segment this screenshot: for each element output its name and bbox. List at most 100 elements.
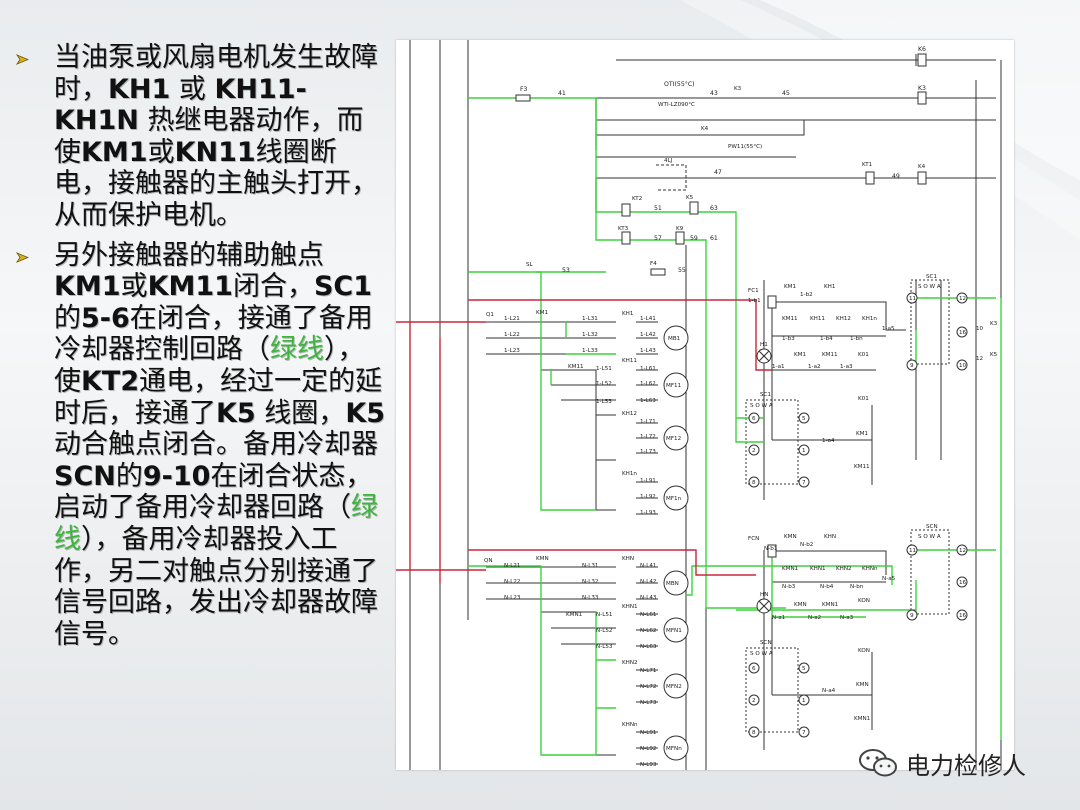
label-1a2: 1-a2 xyxy=(808,364,821,370)
label-nl21: N-L21 xyxy=(504,563,521,569)
label-kt1: KT1 xyxy=(862,162,873,168)
label-1b4: 1-b4 xyxy=(820,336,833,342)
label-k4: K4 xyxy=(701,126,709,132)
bullet-segment: 闭合， xyxy=(232,271,314,303)
bullet-segment: 或 xyxy=(120,271,148,303)
label-k3-contact: K3 xyxy=(734,86,742,92)
label-nl32: N-L32 xyxy=(582,579,598,585)
label-1l42: 1-L42 xyxy=(640,332,656,338)
label-km1-lower: KM1 xyxy=(856,431,868,437)
terminal-8: 8 xyxy=(752,480,756,486)
watermark: 电力检修人 xyxy=(858,746,1026,780)
label-k01-lower: K01 xyxy=(858,396,869,402)
bold-term-text: K5 xyxy=(216,397,256,429)
label-1l93: 1-L93 xyxy=(640,510,656,516)
label-nl63: N-L63 xyxy=(640,644,657,650)
bullet-item-1: 当油泵或风扇电机发生故障时，KH1 或 KH11-KH1N 热继电器动作，而使K… xyxy=(14,42,386,232)
label-km11-net: KM11 xyxy=(782,316,798,322)
label-1l61: 1-L61 xyxy=(640,366,656,372)
terminal-16: 16 xyxy=(959,330,967,336)
label-na2: N-a2 xyxy=(808,615,821,621)
circuit-schematic: K6 K3 F3 41 OTI(55°C) 43 K3 45 WTI-LZ090… xyxy=(396,40,1002,770)
bullet-segment: 动合触点闭合。备用冷却器 xyxy=(54,429,378,461)
label-oti: OTI(55°C) xyxy=(664,80,695,88)
bullet-text-2: 另外接触器的辅助触点KM1或KM11闭合，SC1的5-6在闭合，接通了备用冷却器… xyxy=(54,240,385,650)
label-10: 10 xyxy=(976,326,984,332)
label-nl61: N-L61 xyxy=(640,612,657,618)
label-khnn-net: KHNn xyxy=(862,566,878,572)
label-kh1n: KH1n xyxy=(622,471,637,477)
label-12: 12 xyxy=(976,356,983,362)
label-mfnn: MFNn xyxy=(666,746,682,752)
label-nbn: N-bn xyxy=(850,584,864,590)
coil-boxes xyxy=(515,53,927,558)
bullet-segment: 热继电器动作，而使 xyxy=(54,105,364,168)
label-53: 53 xyxy=(562,267,570,274)
label-khn1: KHN1 xyxy=(622,604,638,610)
label-1l31: 1-L31 xyxy=(582,316,598,322)
label-mfn1: MFN1 xyxy=(666,628,682,634)
label-hn: HN xyxy=(760,592,768,598)
label-1l92: 1-L92 xyxy=(640,494,656,500)
label-sowa-scn-mid: S O W A xyxy=(750,651,773,657)
label-sowa-scn: S O W A xyxy=(918,534,941,540)
label-k5: K5 xyxy=(686,195,694,201)
label-nl93: N-L93 xyxy=(640,762,657,768)
label-na4: N-a4 xyxy=(822,688,836,694)
label-mf12: MF12 xyxy=(666,436,681,442)
label-fc1: FC1 xyxy=(748,288,759,294)
label-1l62: 1-L62 xyxy=(640,381,656,387)
label-f3: F3 xyxy=(520,86,528,93)
label-1l71: 1-L71 xyxy=(640,419,656,425)
label-kmn1-lower: KMN1 xyxy=(854,716,871,722)
label-na3: N-a3 xyxy=(840,615,854,621)
label-kmn: KMN xyxy=(536,556,549,562)
label-kmn-top: KMN xyxy=(784,534,797,540)
lamp-crosses xyxy=(758,350,770,612)
label-kh1: KH1 xyxy=(622,311,634,317)
label-sc1: SC1 xyxy=(926,274,937,280)
label-nb3: N-b3 xyxy=(782,584,796,590)
green-circuit-path xyxy=(468,97,1002,756)
circuit-diagram: K6 K3 F3 41 OTI(55°C) 43 K3 45 WTI-LZ090… xyxy=(396,40,1014,770)
label-scn-mid: SCN xyxy=(760,640,772,646)
bold-term-text: SC1 xyxy=(313,271,373,303)
label-1l43: 1-L43 xyxy=(640,348,656,354)
label-nl43: N-L43 xyxy=(640,595,657,601)
label-mf1n: MF1n xyxy=(666,496,682,502)
label-nl42: N-L42 xyxy=(640,579,656,585)
label-khn2: KHN2 xyxy=(622,660,638,666)
label-na5: N-a5 xyxy=(882,576,896,582)
label-km1: KM1 xyxy=(536,310,548,316)
label-1l52: 1-L52 xyxy=(596,381,612,387)
bullet-segment: 或 xyxy=(170,73,215,105)
bullet-arrow-icon xyxy=(16,54,29,65)
terminal-2: 2 xyxy=(752,448,756,454)
label-nb2: N-b2 xyxy=(800,542,813,548)
bold-term-text: KM1 xyxy=(54,271,121,303)
label-khn-top: KHN xyxy=(824,534,836,540)
label-1l33: 1-L33 xyxy=(582,348,598,354)
terminal-6: 6 xyxy=(752,416,756,422)
label-qn: QN xyxy=(484,558,493,564)
label-km1-top: KM1 xyxy=(784,284,796,290)
label-41: 41 xyxy=(558,90,566,97)
terminal-1-scn: 1 xyxy=(802,698,806,704)
label-1b1: 1-b1 xyxy=(748,298,761,304)
label-45: 45 xyxy=(782,90,790,97)
label-1l41: 1-L41 xyxy=(640,316,656,322)
label-59: 59 xyxy=(690,235,698,242)
label-kon-lower: KON xyxy=(858,648,870,654)
label-63: 63 xyxy=(710,205,718,212)
bullet-segment: 线圈断电，接触器的主触头打开，从而保护电机。 xyxy=(54,136,378,231)
label-kt2: KT2 xyxy=(632,196,642,202)
label-1b3: 1-b3 xyxy=(782,336,795,342)
label-nl62: N-L62 xyxy=(640,628,656,634)
bullet-item-2: 另外接触器的辅助触点KM1或KM11闭合，SC1的5-6在闭合，接通了备用冷却器… xyxy=(14,240,386,651)
label-1l51: 1-L51 xyxy=(596,366,612,372)
bullet-segment: 或 xyxy=(147,136,175,168)
label-khnn: KHNn xyxy=(622,722,638,728)
terminal-6-scn: 6 xyxy=(752,666,756,672)
label-1l23: 1-L23 xyxy=(504,348,520,354)
terminal-16b-scn: 16 xyxy=(959,613,967,619)
